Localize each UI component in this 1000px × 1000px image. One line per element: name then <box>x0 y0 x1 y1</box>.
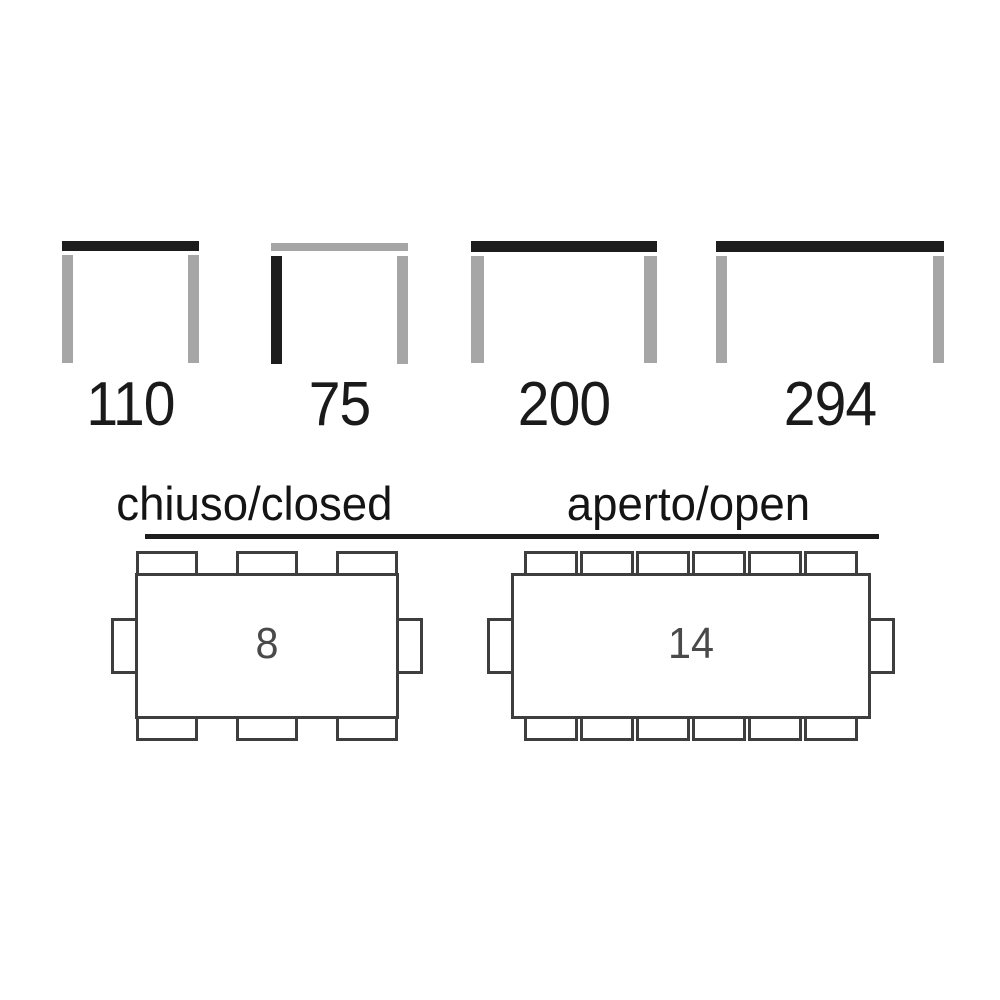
dimension-label-294: 294 <box>783 370 877 439</box>
chair-bottom <box>524 716 578 741</box>
table-leg-left <box>471 256 484 363</box>
section-divider-rule <box>145 534 879 539</box>
chair-bottom <box>636 716 690 741</box>
table-top-bar <box>271 243 408 251</box>
table-top-bar <box>62 241 199 251</box>
table-leg-right <box>644 256 657 363</box>
table-leg-left <box>271 256 282 364</box>
caption-chiuso-closed: chiuso/closed <box>116 477 393 530</box>
caption-aperto-open: aperto/open <box>566 477 811 530</box>
seat-count-label: 14 <box>667 619 715 668</box>
chair-bottom <box>692 716 746 741</box>
table-leg-left <box>716 256 727 363</box>
chair-bottom <box>748 716 802 741</box>
chair-left <box>487 618 514 674</box>
chair-bottom <box>804 716 858 741</box>
elevation-front-open-294: 294 <box>0 0 1000 440</box>
elevation-front-open-200: 200 <box>0 0 1000 440</box>
elevation-front-closed: 110 <box>0 0 1000 440</box>
dimension-label-110: 110 <box>86 370 175 439</box>
dimension-label-75: 75 <box>308 370 372 439</box>
chair-bottom <box>336 716 398 741</box>
dimension-label-200: 200 <box>517 370 611 439</box>
table-outline <box>511 573 871 719</box>
table-top-bar <box>716 241 944 252</box>
seat-count-label: 8 <box>255 619 279 668</box>
chair-right <box>868 618 895 674</box>
table-leg-left <box>62 255 73 363</box>
elevation-side-height: 75 <box>0 0 1000 440</box>
table-outline <box>135 573 399 719</box>
table-top-bar <box>471 241 657 252</box>
chair-bottom <box>580 716 634 741</box>
table-leg-right <box>397 256 408 364</box>
elevation-views-group: 110 75 200 294 <box>0 0 1000 440</box>
table-leg-right <box>188 255 199 363</box>
table-leg-right <box>933 256 944 363</box>
